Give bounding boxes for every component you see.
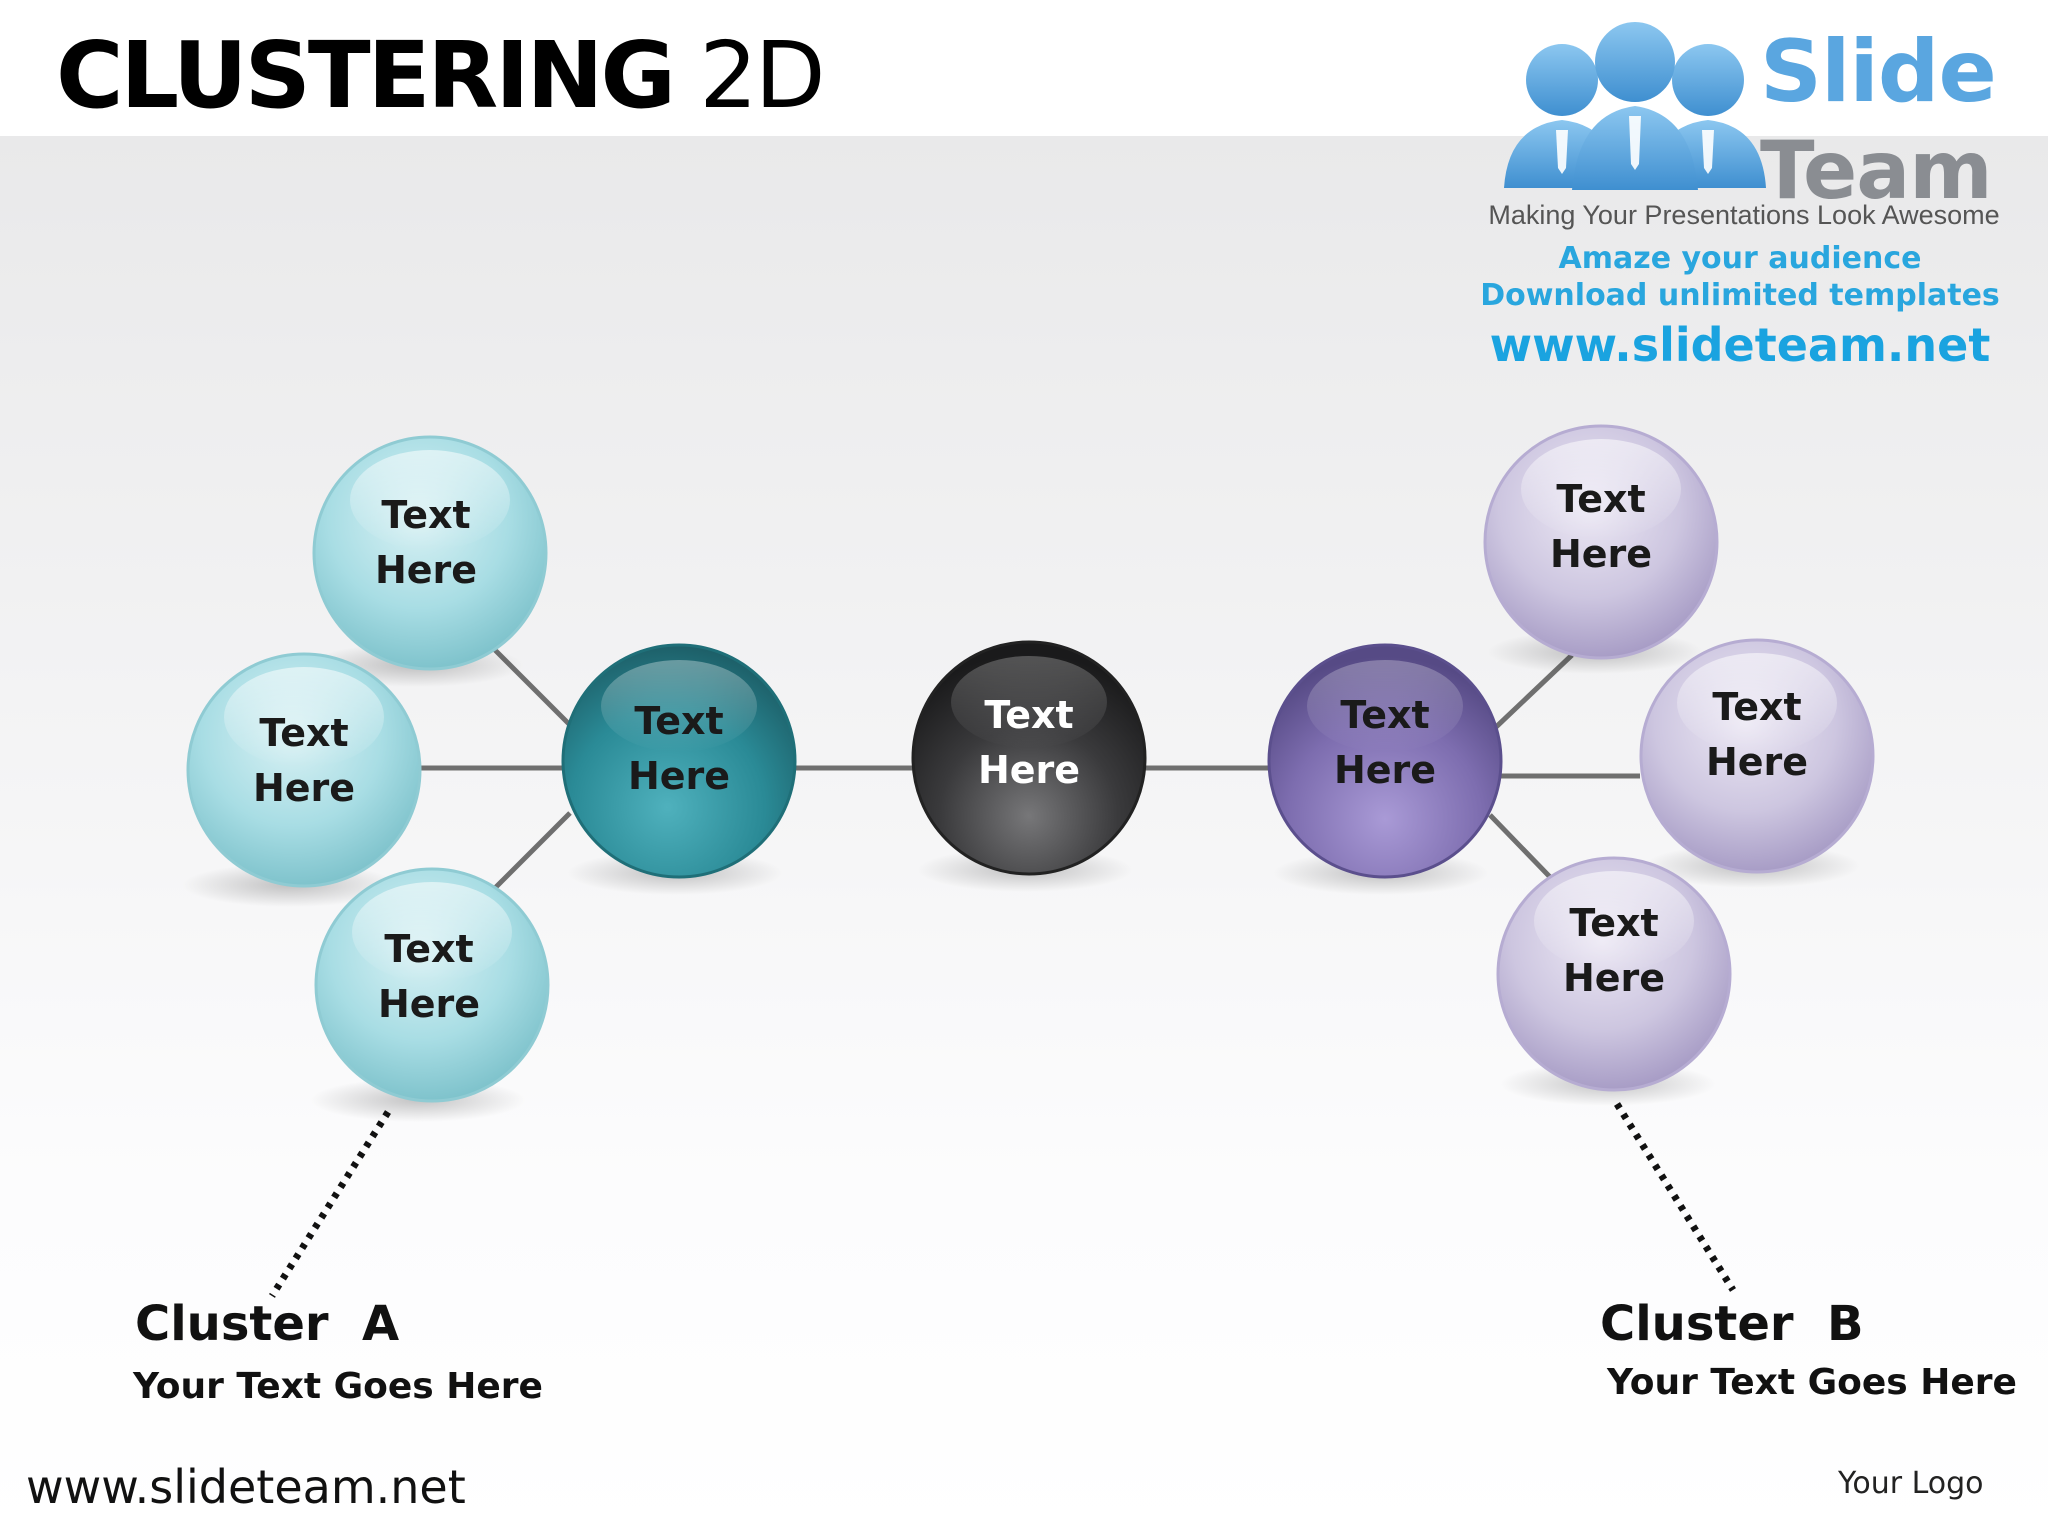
page-title-light: 2D bbox=[699, 22, 825, 129]
callout-lines bbox=[269, 1102, 1736, 1298]
node-center[interactable] bbox=[911, 640, 1147, 876]
node-a-bottom[interactable] bbox=[314, 867, 550, 1103]
connector-a-bottom bbox=[488, 811, 572, 895]
connector-b-bottom bbox=[1488, 813, 1552, 879]
page-title: CLUSTERING 2D bbox=[56, 22, 826, 129]
brand-promo-line1: Amaze your audience bbox=[1558, 241, 1922, 276]
brand-promo-url[interactable]: www.slideteam.net bbox=[1489, 318, 1991, 372]
brand-name-line2: Team bbox=[1760, 124, 1993, 217]
brand-name-line1: Slide bbox=[1760, 22, 1997, 122]
brand-promo-line2: Download unlimited templates bbox=[1480, 278, 2000, 313]
cluster-a-title: Cluster A bbox=[135, 1296, 400, 1352]
cluster-a-description: Your Text Goes Here bbox=[133, 1366, 543, 1407]
node-b-bottom[interactable] bbox=[1496, 856, 1732, 1092]
node-a-mid[interactable] bbox=[186, 652, 422, 888]
cluster-b-title: Cluster B bbox=[1600, 1296, 1864, 1352]
page-title-bold: CLUSTERING bbox=[56, 22, 676, 129]
brand-tagline: Making Your Presentations Look Awesome bbox=[1488, 200, 2000, 230]
callout-line-b bbox=[1614, 1102, 1736, 1292]
footer-url[interactable]: www.slideteam.net bbox=[26, 1460, 466, 1514]
node-b-hub[interactable] bbox=[1267, 643, 1503, 879]
callout-line-a bbox=[269, 1110, 391, 1298]
node-a-hub[interactable] bbox=[561, 643, 797, 879]
node-b-top[interactable] bbox=[1483, 424, 1719, 660]
three-people-icon bbox=[1504, 22, 1766, 190]
logo-placeholder: Your Logo bbox=[1838, 1466, 1984, 1501]
node-b-mid[interactable] bbox=[1639, 638, 1875, 874]
cluster-b-description: Your Text Goes Here bbox=[1607, 1362, 2017, 1403]
node-a-top[interactable] bbox=[312, 435, 548, 671]
